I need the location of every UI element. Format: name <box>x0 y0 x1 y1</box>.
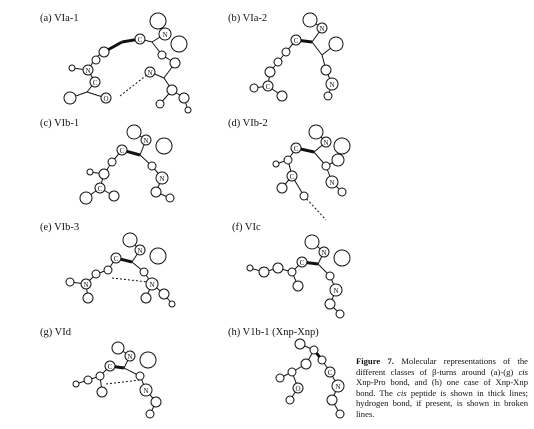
panel-label-f: (f) VIc <box>232 222 261 233</box>
atom-label: N <box>319 25 324 33</box>
panel-label-h: (h) V1b-1 (Xnp-Xnp) <box>228 327 319 338</box>
atom-label: C <box>114 255 119 263</box>
atom-label: C <box>120 147 125 155</box>
atom-label: C <box>290 173 295 181</box>
molecule-f-structure <box>246 234 351 319</box>
atom-label: C <box>93 79 98 87</box>
atom-label: O <box>103 95 108 103</box>
caption-cis-1: cis <box>518 366 528 377</box>
atom-label: N <box>159 175 164 183</box>
atom-label: C <box>108 363 113 371</box>
figure-caption: Figure 7. Molecular representations of t… <box>356 356 528 420</box>
atom-label: N <box>329 81 334 89</box>
atom-label: N <box>137 247 142 255</box>
atom-label: N <box>147 69 152 77</box>
figure-label: Figure 7. <box>356 356 394 366</box>
atom-label: N <box>333 287 338 295</box>
atom-label: N <box>127 353 132 361</box>
molecule-c-structure <box>79 124 175 205</box>
panel-label-a: (a) VIa-1 <box>40 13 79 24</box>
molecule-a-structure <box>63 12 192 114</box>
atom-label: N <box>162 31 167 39</box>
atom-label: C <box>138 36 143 44</box>
molecule-e-structure <box>65 232 176 308</box>
panel-label-d: (d) VIb-2 <box>228 118 268 129</box>
molecule-h-structure <box>275 338 345 419</box>
atom-label: C <box>294 37 299 45</box>
atom-label: C <box>300 259 305 267</box>
molecule-b-structure <box>249 12 344 102</box>
atom-label: N <box>321 249 326 257</box>
atom-label: C <box>98 185 103 193</box>
atom-label: O <box>295 385 300 393</box>
atom-label: C <box>328 369 333 377</box>
atom-label: C <box>266 83 271 91</box>
atom-label: N <box>83 281 88 289</box>
molecule-g-structure <box>72 341 162 419</box>
caption-text-1: Molecular representations of the differe… <box>356 356 528 377</box>
atom-label: N <box>143 137 148 145</box>
atom-label: N <box>323 139 328 147</box>
caption-text-3: peptide is shown in thick lines; hydroge… <box>356 387 528 419</box>
atom-label: N <box>85 67 90 75</box>
caption-text-2: Xnp-Pro bond, and (h) one case of Xnp-Xn… <box>356 377 528 398</box>
atom-label: N <box>149 281 154 289</box>
panel-label-b: (b) VIa-2 <box>228 13 268 24</box>
atom-label: C <box>294 145 299 153</box>
panel-label-c: (c) VIb-1 <box>40 118 80 129</box>
panel-label-g: (g) VId <box>40 327 72 338</box>
atom-label: N <box>329 179 334 187</box>
molecule-d-structure <box>272 124 351 221</box>
caption-cis-2: cis <box>397 387 407 398</box>
atom-label: N <box>335 383 340 391</box>
panel-label-e: (e) VIb-3 <box>40 222 80 233</box>
atom-label: N <box>143 387 148 395</box>
